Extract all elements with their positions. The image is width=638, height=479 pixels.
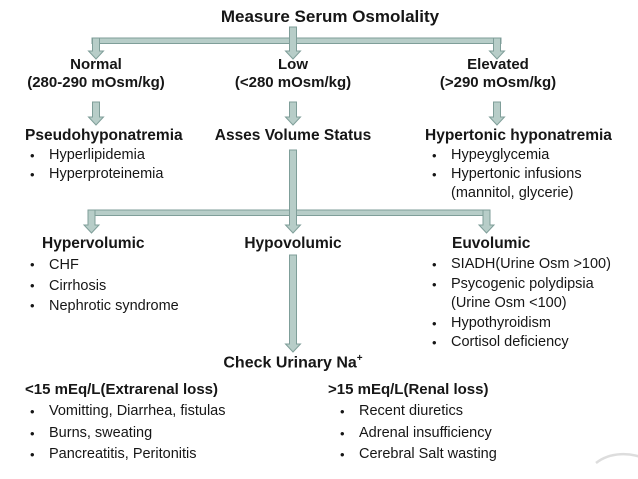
list-item-text: CHF	[49, 257, 79, 273]
branch-low-label: Low	[278, 56, 308, 73]
list-item: • Cerebral Salt wasting	[340, 444, 497, 466]
arrow-down-normal-outcome	[87, 101, 105, 126]
arrow-down-to-euvolumic	[477, 209, 496, 234]
list-item-text: Recent diuretics	[359, 403, 463, 419]
list-item-text: Hyperlipidemia	[49, 147, 145, 163]
branch-elevated-label: Elevated	[467, 56, 529, 73]
heading-hypertonic-hyponatremia: Hypertonic hyponatremia	[425, 127, 612, 144]
list-item: • SIADH(Urine Osm >100)	[432, 255, 611, 275]
heading-hypovolumic: Hypovolumic	[244, 235, 342, 252]
bullet: •	[30, 447, 35, 462]
list-item: • Cortisol deficiency	[432, 333, 611, 353]
branch-low: Low (<280 mOsm/kg)	[203, 56, 383, 91]
bullet: •	[432, 315, 437, 331]
list-item: • CHF	[30, 255, 179, 276]
list-item-text: Adrenal insufficiency	[359, 424, 492, 441]
bullet: •	[30, 425, 35, 441]
heading-pseudohyponatremia: Pseudohyponatremia	[25, 127, 183, 144]
arrow-down-elevated-outcome	[488, 101, 506, 126]
list-item: • Pancreatitis, Peritonitis	[30, 444, 226, 466]
list-item-text: Hypothyroidism	[451, 314, 551, 331]
arrow-down-from-title	[284, 26, 302, 60]
list-item: • Hyperproteinemia	[30, 165, 163, 184]
list-item-text: Cirrhosis	[49, 277, 107, 294]
arrow-down-volume-center	[284, 149, 302, 234]
bullet: •	[30, 167, 35, 182]
bullet-spacer	[432, 184, 451, 203]
bullet: •	[30, 298, 35, 313]
list-item-text: Vomitting, Diarrhea, fistulas	[49, 403, 226, 419]
hypervolumic-list: • CHF • Cirrhosis • Nephrotic syndrome	[30, 255, 179, 317]
bullet: •	[340, 404, 345, 419]
branch-normal: Normal (280-290 mOsm/kg)	[6, 56, 186, 91]
list-item-text: SIADH(Urine Osm >100)	[451, 256, 611, 272]
list-item: • Hypothyroidism	[432, 314, 611, 334]
heading-assess-volume-status: Asses Volume Status	[214, 127, 372, 144]
hypertonic-list: • Hypeyglycemia • Hypertonic infusions (ma…	[432, 146, 582, 203]
branch-elevated-range: (>290 mOsm/kg)	[439, 73, 557, 91]
page-title: Measure Serum Osmolality	[220, 7, 440, 26]
branch-elevated: Elevated (>290 mOsm/kg)	[408, 56, 588, 91]
list-item-continuation: (Urine Osm <100)	[432, 294, 611, 314]
bullet-spacer	[432, 294, 451, 314]
bullet: •	[432, 167, 437, 182]
heading-check-urinary-na: Check Urinary Na+	[203, 353, 383, 372]
list-item-text: Hypeyglycemia	[451, 147, 550, 163]
extrarenal-list: • Vomitting, Diarrhea, fistulas • Burns, s…	[30, 401, 226, 466]
list-item-text: Burns, sweating	[49, 424, 153, 441]
list-item: • Hypertonic infusions	[432, 165, 582, 184]
list-item-text: Pancreatitis, Peritonitis	[49, 446, 197, 462]
list-item-text: Psycogenic polydipsia	[451, 275, 594, 292]
branch-low-range: (<280 mOsm/kg)	[234, 73, 352, 91]
list-item-text: Nephrotic syndrome	[49, 298, 179, 314]
bullet: •	[30, 148, 35, 163]
list-item-text: (mannitol, glycerie)	[451, 185, 574, 201]
list-item-text: Hyperproteinemia	[49, 166, 164, 182]
list-item: • Cirrhosis	[30, 276, 179, 297]
heading-euvolumic: Euvolumic	[452, 235, 531, 252]
arrow-down-low-outcome	[284, 101, 302, 126]
heading-renal-loss: >15 mEq/L(Renal loss)	[328, 381, 489, 398]
list-item-text: (Urine Osm <100)	[451, 295, 567, 311]
list-item: • Recent diuretics	[340, 401, 497, 423]
bullet: •	[340, 425, 345, 441]
list-item-text: Hypertonic infusions	[451, 166, 582, 182]
arrow-down-to-hypervolumic	[82, 209, 101, 234]
list-item: • Adrenal insufficiency	[340, 423, 497, 445]
list-item: • Nephrotic syndrome	[30, 296, 179, 317]
watermark-swoosh	[595, 453, 638, 465]
list-item: • Hyperlipidemia	[30, 146, 163, 165]
renal-list: • Recent diuretics • Adrenal insufficiency…	[340, 401, 497, 466]
list-item: • Psycogenic polydipsia	[432, 275, 611, 295]
bullet: •	[432, 276, 437, 292]
heading-extrarenal-loss: <15 mEq/L(Extrarenal loss)	[25, 381, 218, 398]
list-item-text: Cerebral Salt wasting	[359, 446, 497, 462]
pseudohyponatremia-list: • Hyperlipidemia • Hyperproteinemia	[30, 146, 163, 184]
bullet: •	[432, 148, 437, 163]
branch-normal-range: (280-290 mOsm/kg)	[27, 73, 165, 91]
na-superscript: +	[356, 353, 363, 364]
arrow-down-to-elevated	[488, 37, 506, 60]
list-item: • Hypeyglycemia	[432, 146, 582, 165]
bullet: •	[432, 335, 437, 350]
list-item: • Burns, sweating	[30, 423, 226, 445]
euvolumic-list: • SIADH(Urine Osm >100) • Psycogenic polyd…	[432, 255, 611, 353]
arrow-down-to-urinary-na	[284, 254, 302, 353]
bullet: •	[30, 257, 35, 272]
bullet: •	[432, 257, 437, 272]
arrow-down-to-normal	[87, 37, 105, 60]
heading-hypervolumic: Hypervolumic	[42, 235, 145, 252]
bullet: •	[30, 277, 35, 293]
bullet: •	[30, 404, 35, 419]
bullet: •	[340, 447, 345, 462]
list-item: • Vomitting, Diarrhea, fistulas	[30, 401, 226, 423]
list-item-text: Cortisol deficiency	[451, 334, 569, 350]
branch-normal-label: Normal	[70, 56, 122, 73]
check-urinary-na-text: Check Urinary Na	[223, 354, 357, 372]
list-item-continuation: (mannitol, glycerie)	[432, 184, 582, 203]
